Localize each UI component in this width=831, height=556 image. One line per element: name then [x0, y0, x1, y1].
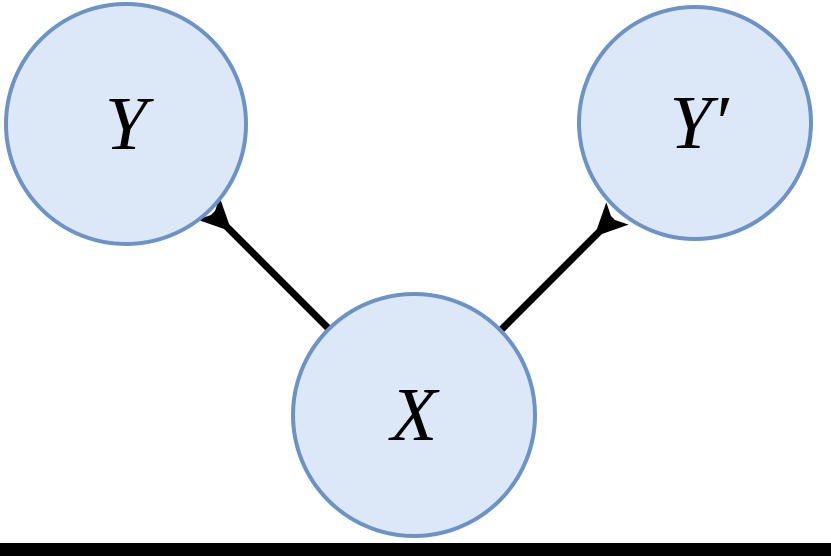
edge-x-to-yprime	[497, 202, 629, 334]
edge-x-to-y-line	[197, 197, 333, 333]
node-y-circle[interactable]	[4, 2, 248, 246]
node-yprime-label: Y′	[670, 81, 730, 165]
node-y-label: Y	[105, 82, 155, 166]
node-x-label: X	[388, 373, 440, 457]
node-x[interactable]: X	[291, 292, 537, 538]
edge-x-to-yprime-line	[497, 202, 629, 334]
node-yprime[interactable]: Y′	[577, 5, 813, 241]
edge-x-to-y	[197, 197, 333, 333]
node-yprime-circle[interactable]	[577, 5, 813, 241]
node-x-circle[interactable]	[291, 292, 537, 538]
node-y[interactable]: Y	[4, 2, 248, 246]
bottom-black-bar	[0, 543, 831, 556]
